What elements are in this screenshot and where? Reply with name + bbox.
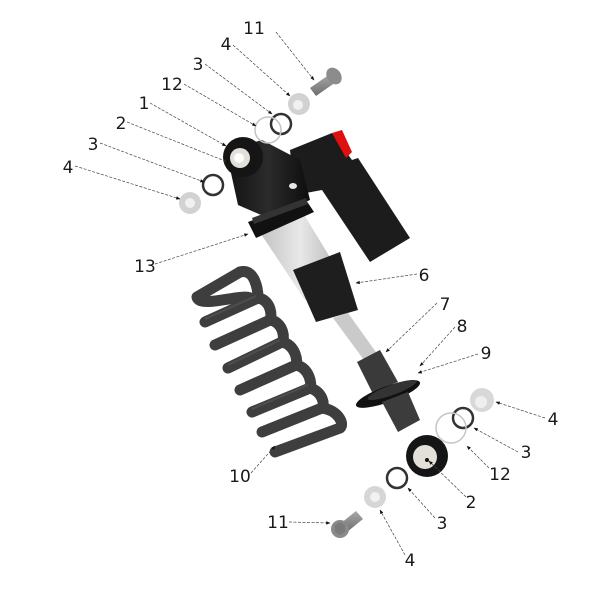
lower-body <box>382 392 420 432</box>
spring-seat <box>355 379 421 408</box>
callout-4-lower: 4 <box>405 551 416 571</box>
callout-1: 1 <box>139 94 150 114</box>
piston-shaft <box>333 313 378 360</box>
callout-13: 13 <box>134 257 156 277</box>
damper-body-lower <box>293 252 358 322</box>
callout-10: 10 <box>229 467 251 487</box>
callout-12-right: 12 <box>489 465 511 485</box>
callout-4-left: 4 <box>63 158 74 178</box>
upper-eyelet <box>223 137 263 177</box>
callout-3-upper: 3 <box>193 55 204 75</box>
washer-lower <box>364 486 386 508</box>
callout-2-lower: 2 <box>466 493 477 513</box>
lower-eyelet <box>406 435 448 477</box>
callout-labels: 11 4 3 12 1 2 3 4 13 6 7 8 9 4 3 12 2 10… <box>63 19 559 571</box>
washer-upper <box>288 93 310 115</box>
callout-9: 9 <box>481 344 492 364</box>
callout-3-right: 3 <box>521 443 532 463</box>
red-adjuster-cap <box>332 130 352 158</box>
callout-12-upper: 12 <box>161 75 183 95</box>
callout-11-lower: 11 <box>267 513 289 533</box>
bolt-upper <box>310 67 342 96</box>
callout-3-left: 3 <box>88 135 99 155</box>
coil-spring <box>191 266 348 458</box>
ring-upper <box>254 116 282 144</box>
oring-lower <box>385 466 409 490</box>
leader-lines <box>74 31 546 556</box>
oring-right <box>451 406 475 430</box>
ring-right <box>435 412 467 444</box>
bleed-screw <box>289 183 297 189</box>
callout-4-upper: 4 <box>221 35 232 55</box>
callout-6: 6 <box>419 266 430 286</box>
bolt-lower <box>331 511 363 538</box>
oring-left <box>201 173 225 197</box>
callout-4-right: 4 <box>548 410 559 430</box>
callout-11-upper: 11 <box>243 19 265 39</box>
bump-stop <box>357 350 398 392</box>
callout-8: 8 <box>457 317 468 337</box>
reservoir <box>290 130 410 262</box>
callout-2-upper: 2 <box>116 114 127 134</box>
washer-right <box>470 388 494 412</box>
callout-7: 7 <box>440 295 451 315</box>
damper-cylinder <box>255 208 358 322</box>
washer-left <box>179 192 201 214</box>
preload-collar <box>248 198 314 238</box>
callout-3-lower: 3 <box>437 514 448 534</box>
